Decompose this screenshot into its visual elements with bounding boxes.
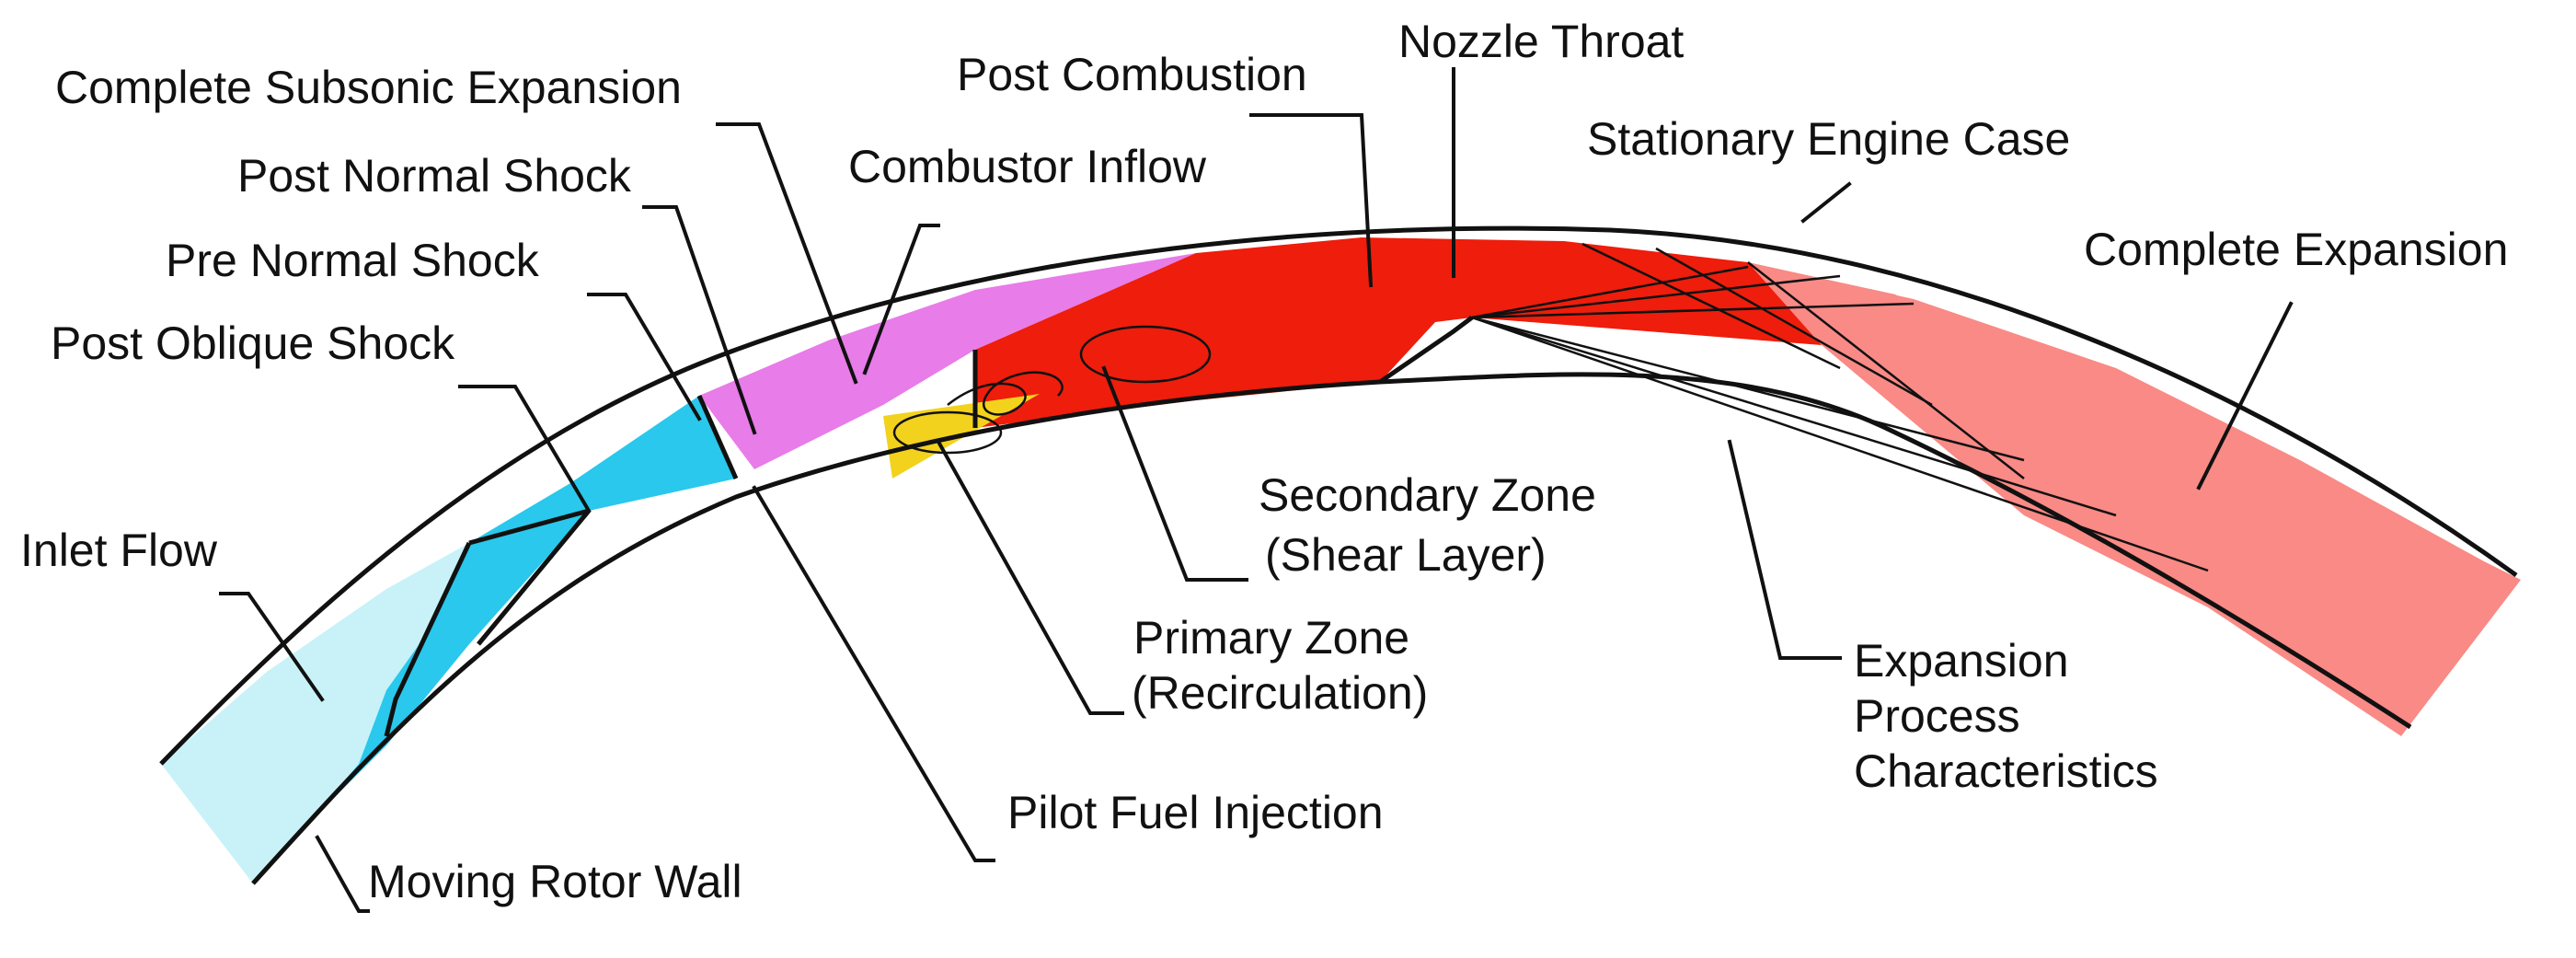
label-expansion-process-line1: Expansion [1854, 635, 2069, 687]
label-moving-rotor-wall: Moving Rotor Wall [368, 856, 742, 907]
label-pre-normal-shock: Pre Normal Shock [166, 235, 540, 286]
label-secondary-zone: Secondary Zone [1259, 469, 1596, 521]
post-normal-shock-region [699, 253, 1196, 469]
expansion-characteristics [1471, 242, 2209, 572]
labels: Complete Subsonic Expansion Post Combust… [20, 16, 2508, 907]
recirculation-scribbles [892, 325, 1212, 455]
label-stationary-engine-case: Stationary Engine Case [1587, 113, 2070, 165]
label-inlet-flow: Inlet Flow [20, 525, 218, 576]
combustion-region [975, 237, 1822, 428]
shock-lines [384, 316, 1474, 737]
label-pilot-fuel-injection: Pilot Fuel Injection [1007, 787, 1384, 838]
flow-channel [161, 237, 2521, 883]
label-complete-expansion: Complete Expansion [2084, 224, 2508, 275]
label-post-combustion: Post Combustion [957, 49, 1307, 100]
label-expansion-process-line2: Process [1854, 690, 2020, 742]
label-nozzle-throat: Nozzle Throat [1398, 16, 1684, 67]
label-primary-zone-recirculation: (Recirculation) [1132, 667, 1428, 719]
stationary-engine-case [159, 225, 2518, 766]
label-primary-zone: Primary Zone [1133, 612, 1409, 664]
label-secondary-zone-shear-layer: (Shear Layer) [1265, 529, 1547, 581]
label-post-normal-shock: Post Normal Shock [237, 150, 632, 202]
inlet-flow-region [161, 543, 469, 883]
complete-expansion-region [1748, 262, 2521, 736]
leader-lines [219, 67, 2294, 913]
label-combustor-inflow: Combustor Inflow [848, 141, 1207, 192]
label-expansion-process-line3: Characteristics [1854, 745, 2158, 797]
label-post-oblique-shock: Post Oblique Shock [51, 317, 455, 369]
label-complete-subsonic-expansion: Complete Subsonic Expansion [55, 62, 682, 113]
post-oblique-shock-region [304, 396, 736, 828]
moving-rotor-wall [251, 372, 2412, 885]
